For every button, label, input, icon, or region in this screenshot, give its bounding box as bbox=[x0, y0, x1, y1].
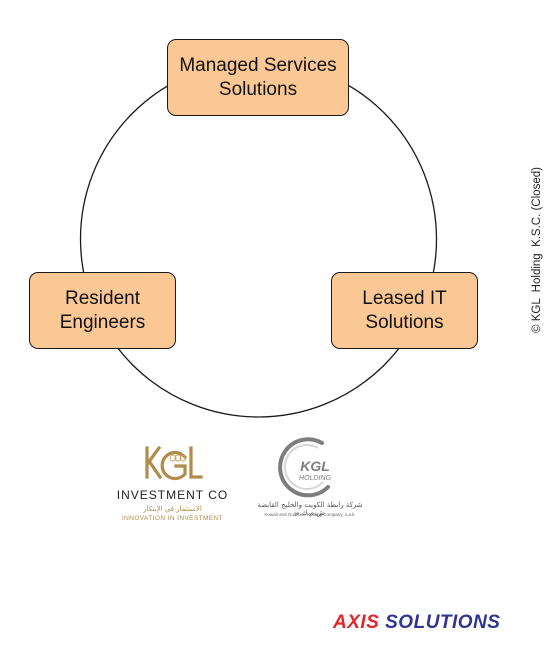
kgl-holding-logo: KGL HOLDING شركة رابطة الكويت والخليج ال… bbox=[245, 437, 375, 527]
node-resident-engineers: Resident Engineers bbox=[29, 272, 176, 349]
holding-english-name: Kuwait and Gulf Link Holding Company, s.… bbox=[264, 512, 356, 517]
investment-tagline: INNOVATION IN INVESTMENT bbox=[121, 515, 224, 522]
axis-logo-part2: SOLUTIONS bbox=[379, 612, 501, 633]
node-managed-services-line-2: Solutions bbox=[218, 78, 298, 100]
node-leased-it-line-1: Leased IT bbox=[362, 287, 447, 309]
kgl-holding-swoosh-icon: KGL HOLDING bbox=[278, 437, 331, 498]
holding-arabic-name: شركة رابطة الكويت والخليج القابضة ش.م.ك.… bbox=[257, 501, 363, 517]
investment-arabic-tagline: الاستثمار في الإبتكار bbox=[143, 505, 202, 513]
kgl-gold-letters-icon bbox=[145, 445, 203, 481]
holding-mark-text: KGL bbox=[300, 458, 330, 474]
axis-logo-part1: AXIS bbox=[333, 612, 380, 633]
holding-swoosh-inner bbox=[283, 444, 324, 490]
node-managed-services-line-1: Managed Services bbox=[179, 54, 337, 76]
node-resident-engineers-line-1: Resident bbox=[65, 287, 140, 309]
node-resident-engineers-line-2: Engineers bbox=[59, 311, 146, 333]
copyright-vertical: © KGL Holding K.S.C. (Closed) bbox=[531, 167, 543, 333]
holding-swoosh-arc bbox=[278, 437, 330, 498]
kgl-investment-logo: INVESTMENT CO الاستثمار في الإبتكار INNO… bbox=[110, 443, 235, 528]
node-leased-it-line-2: Solutions bbox=[365, 311, 444, 333]
node-managed-services: Managed Services Solutions bbox=[167, 39, 349, 116]
axis-solutions-logo: AXIS SOLUTIONS bbox=[333, 612, 500, 634]
investment-co-text: INVESTMENT CO bbox=[116, 488, 229, 502]
node-leased-it: Leased IT Solutions bbox=[331, 272, 478, 349]
holding-mark-sub: HOLDING bbox=[299, 475, 331, 482]
